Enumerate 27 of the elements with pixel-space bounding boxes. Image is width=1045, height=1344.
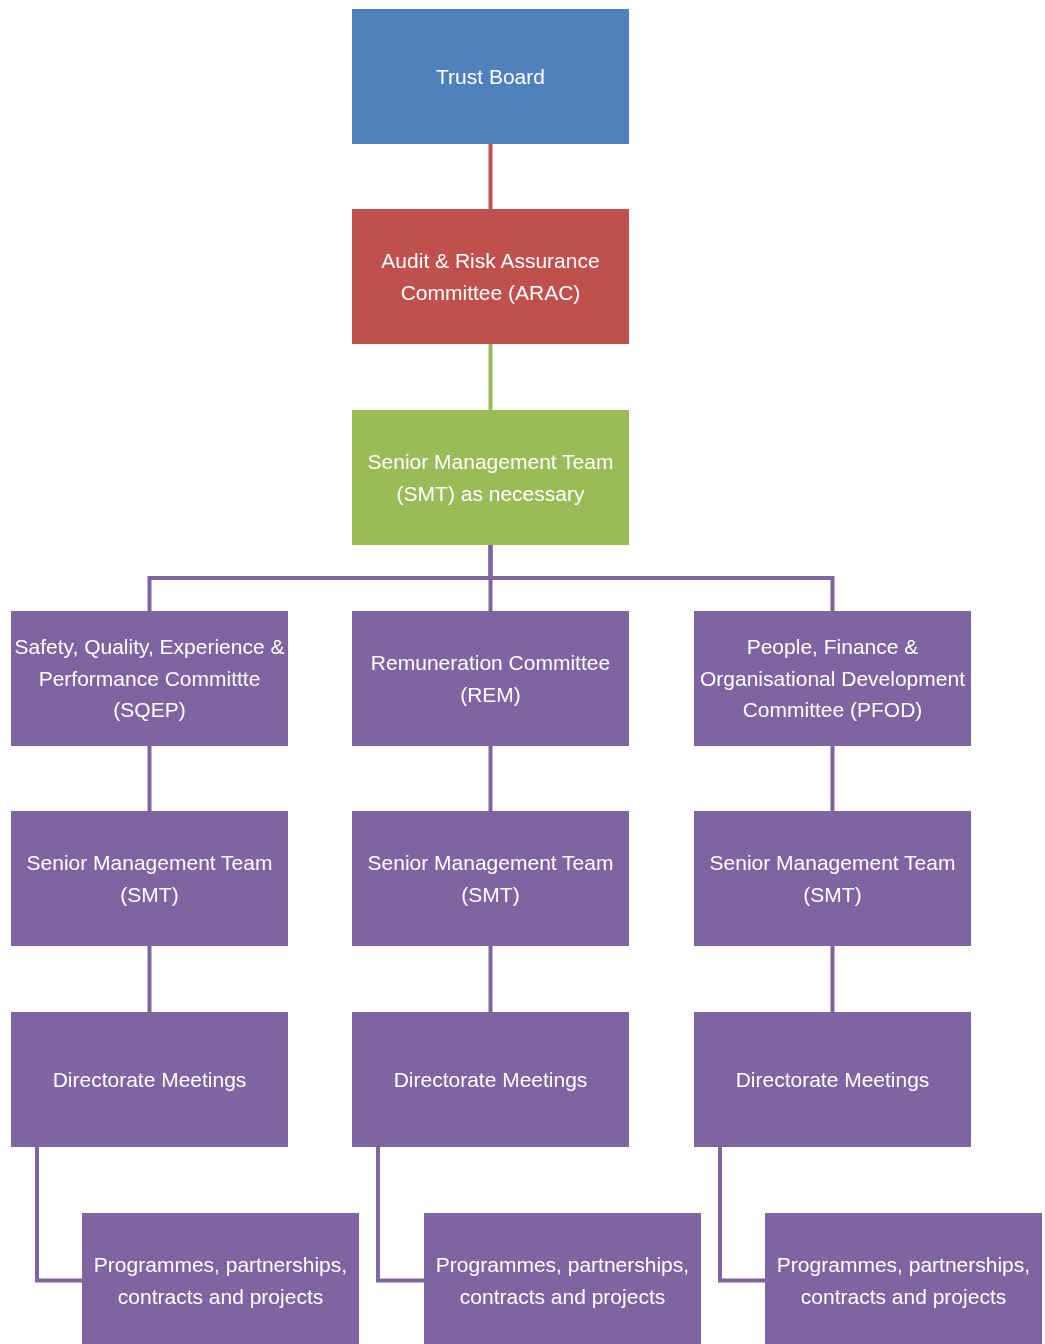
connector-line <box>718 1147 765 1283</box>
org-box: Senior Management Team (SMT) as necessary <box>352 410 629 545</box>
connector-line <box>147 946 152 1012</box>
connector-line <box>488 344 493 410</box>
org-box: Programmes, partnerships, contracts and projects <box>424 1213 701 1344</box>
connector-line <box>488 946 493 1012</box>
org-box: Trust Board <box>352 9 629 144</box>
org-box: People, Finance & Organisational Development Committee (PFOD) <box>694 611 971 746</box>
connector-line <box>376 1147 424 1283</box>
connector-line <box>488 545 835 611</box>
org-box: Directorate Meetings <box>11 1012 288 1147</box>
connector-line <box>488 144 493 209</box>
connector-line <box>830 746 835 811</box>
org-box: Directorate Meetings <box>352 1012 629 1147</box>
org-box: Senior Management Team (SMT) <box>694 811 971 946</box>
org-box: Senior Management Team (SMT) <box>352 811 629 946</box>
org-box: Safety, Quality, Experience & Performance Committte (SQEP) <box>11 611 288 746</box>
org-box: Programmes, partnerships, contracts and projects <box>82 1213 359 1344</box>
org-box: Directorate Meetings <box>694 1012 971 1147</box>
org-box: Senior Management Team (SMT) <box>11 811 288 946</box>
org-box: Audit & Risk Assurance Committee (ARAC) <box>352 209 629 344</box>
connector-line <box>830 946 835 1012</box>
connector-line <box>147 746 152 811</box>
connector-line <box>35 1147 82 1283</box>
org-box: Programmes, partnerships, contracts and projects <box>765 1213 1042 1344</box>
org-box: Remuneration Committee (REM) <box>352 611 629 746</box>
connector-line <box>488 746 493 811</box>
